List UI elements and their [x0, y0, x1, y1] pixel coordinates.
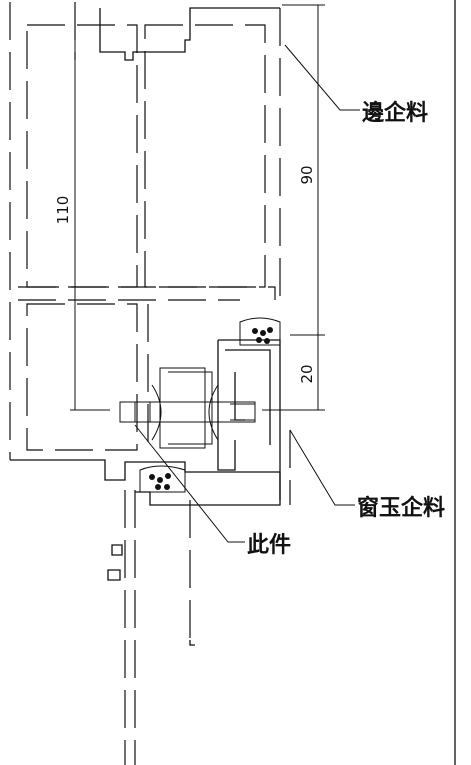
leader-window-mullion: 窗玉企料: [289, 429, 445, 521]
label-window-mullion: 窗玉企料: [357, 495, 445, 521]
dimension-overall: 110: [54, 5, 110, 411]
outer-dashed-envelope: [9, 2, 291, 505]
leader-this-part: 此件: [134, 424, 291, 558]
dimension-right: 90 20: [262, 4, 325, 411]
gasket-upper: [239, 317, 281, 346]
label-this-part: 此件: [247, 533, 291, 558]
label-edge-mullion: 邊企料: [362, 100, 428, 126]
edge-mullion-profile: [10, 7, 281, 506]
leader-edge-mullion: 邊企料: [284, 44, 428, 126]
dimension-upper-text: 90: [298, 165, 316, 184]
bolt-fixing-part: [119, 367, 256, 449]
dimension-overall-text: 110: [54, 196, 72, 225]
dimension-lower-text: 20: [298, 364, 316, 383]
